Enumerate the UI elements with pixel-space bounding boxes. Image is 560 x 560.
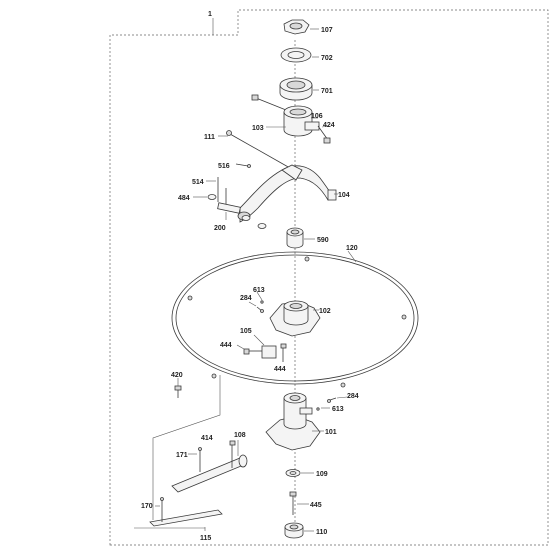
shaft-108 [171, 454, 248, 493]
clamp-block-105 [243, 343, 287, 362]
label-106: 106 [311, 113, 323, 120]
label-171: 171 [176, 452, 188, 459]
label-120: 120 [346, 245, 358, 252]
ring-120 [171, 251, 419, 388]
label-701: 701 [321, 88, 333, 95]
label-444-left: 444 [220, 342, 232, 349]
label-170: 170 [141, 503, 153, 510]
fasteners-284-613-upper [256, 300, 264, 313]
label-103: 103 [252, 125, 264, 132]
screw-414 [229, 440, 236, 468]
label-613-upper: 613 [253, 287, 265, 294]
label-590: 590 [317, 237, 329, 244]
label-assembly: 1 [208, 11, 212, 18]
bushing-590 [286, 227, 304, 249]
pin-111 [226, 130, 291, 169]
box-420 [152, 375, 221, 520]
bolt-445 [289, 491, 297, 515]
pin-171 [198, 447, 202, 472]
clamp-housing-103 [251, 94, 331, 144]
label-414: 414 [201, 435, 213, 442]
box-115 [134, 527, 206, 529]
label-445: 445 [310, 502, 322, 509]
label-613-lower: 613 [332, 406, 344, 413]
assembly-boundary [109, 9, 549, 546]
yoke-104 [237, 164, 337, 223]
label-104: 104 [338, 192, 350, 199]
label-702: 702 [321, 55, 333, 62]
pins-514-484-200 [207, 177, 267, 229]
label-284-upper: 284 [240, 295, 252, 302]
label-110: 110 [316, 529, 327, 536]
washer-109 [285, 469, 301, 477]
label-424: 424 [323, 122, 335, 129]
fasteners-284-613-lower [316, 397, 337, 411]
label-420: 420 [171, 372, 183, 379]
label-101: 101 [325, 429, 337, 436]
label-102: 102 [319, 308, 331, 315]
hex-nut-107 [283, 19, 310, 35]
pin-516 [235, 163, 251, 168]
label-105: 105 [240, 328, 252, 335]
label-109: 109 [316, 471, 328, 478]
label-111: 111 [204, 134, 215, 141]
lower-hub-101 [265, 392, 321, 451]
label-200: 200 [214, 225, 226, 232]
label-484: 484 [178, 195, 190, 202]
label-107: 107 [321, 27, 333, 34]
label-108: 108 [234, 432, 246, 439]
label-514: 514 [192, 179, 204, 186]
spacer-110 [284, 522, 304, 539]
label-115: 115 [200, 535, 211, 542]
bearing-701 [279, 77, 313, 101]
hub-plate-102 [269, 300, 321, 337]
washer-702 [280, 47, 312, 63]
label-444-right: 444 [274, 366, 286, 373]
rail-plate-115 [149, 497, 223, 527]
label-516: 516 [218, 163, 230, 170]
bolt-420 [174, 385, 182, 398]
label-284-lower: 284 [347, 393, 359, 400]
